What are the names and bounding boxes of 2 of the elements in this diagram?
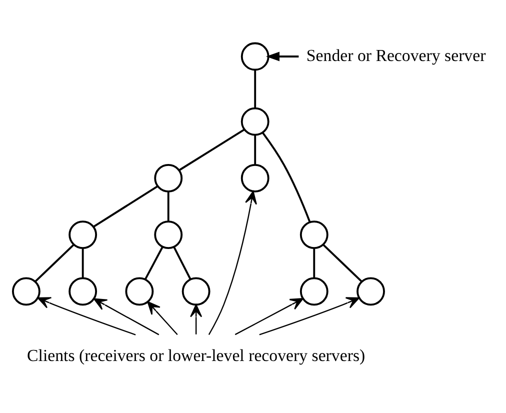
node-text: Clients (receivers or lower-level recovery servers) bbox=[27, 346, 366, 365]
node-text: Sender or Recovery server bbox=[306, 46, 486, 65]
